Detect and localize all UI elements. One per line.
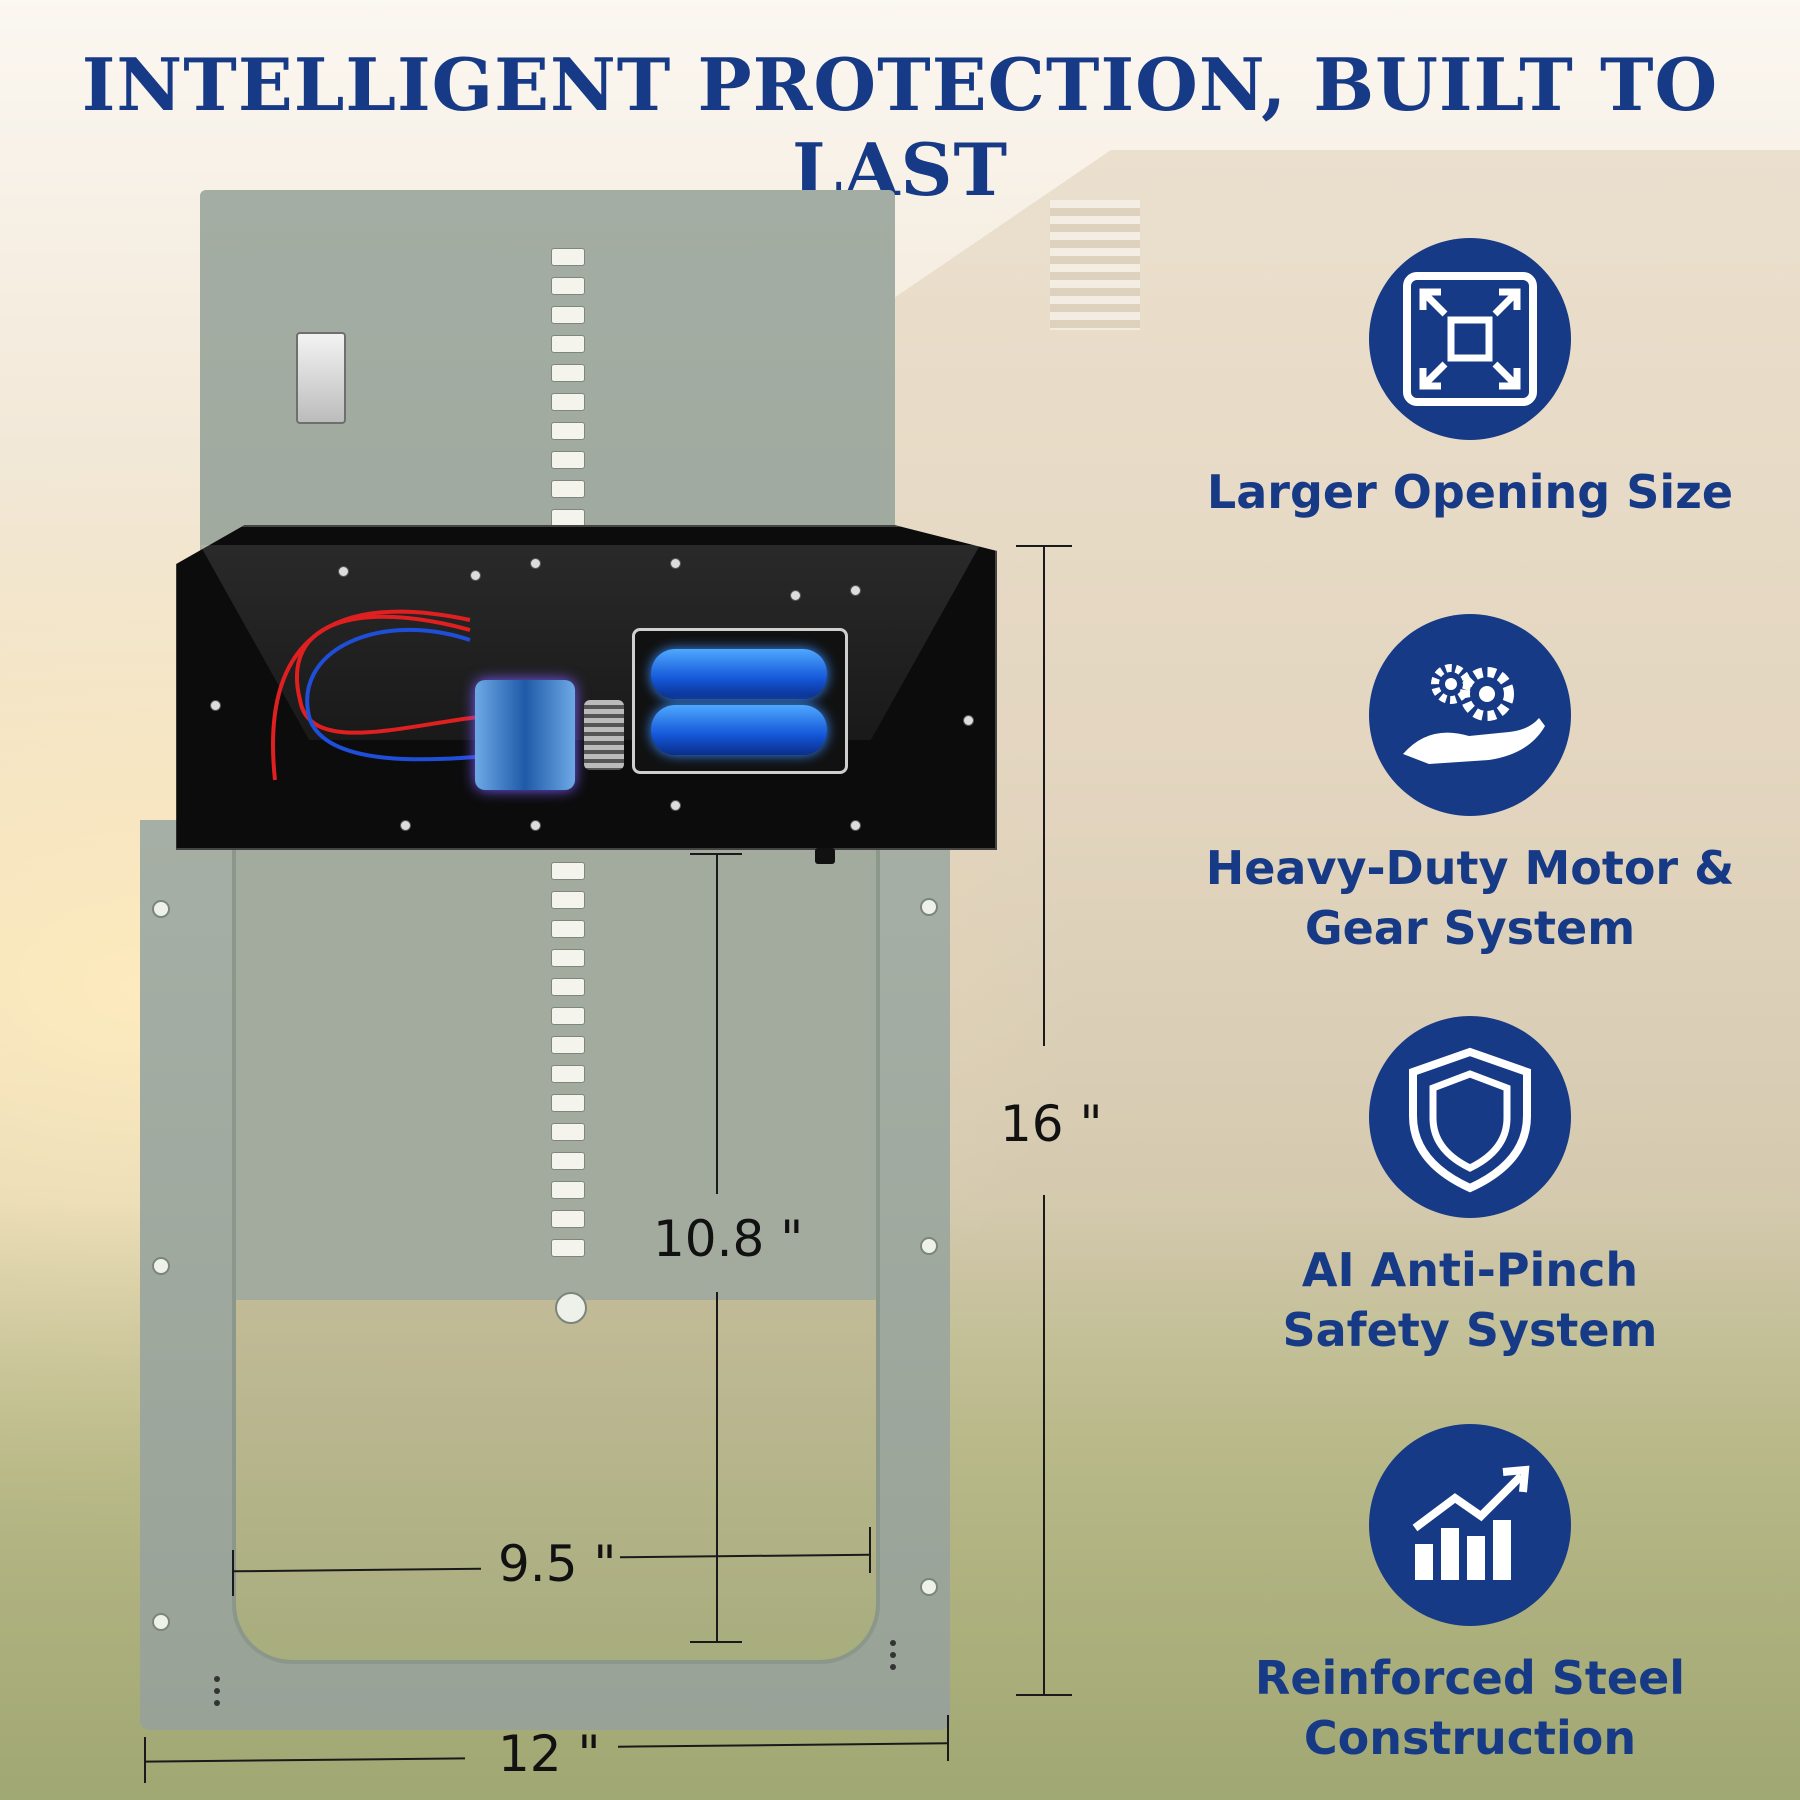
motor [475,680,575,790]
battery [651,705,827,755]
feature-larger-opening: Larger Opening Size [1170,238,1770,522]
screw [400,820,411,831]
power-switch [815,848,835,864]
screw [963,715,974,726]
mounting-hole [152,1257,170,1275]
screw [790,590,801,601]
battery [651,649,827,699]
feature-label: Larger Opening Size [1206,465,1734,519]
screw [670,800,681,811]
shield-icon [1369,1016,1571,1218]
feature-reinforced-steel: Reinforced Steel Construction [1170,1424,1770,1768]
mounting-hole [920,898,938,916]
screw [530,820,541,831]
screw [210,700,221,711]
screw [670,558,681,569]
track-slots-upper [551,248,585,538]
headline: INTELLIGENT PROTECTION, BUILT TO LAST [81,42,1719,212]
mounting-hole [920,1237,938,1255]
door-stop-hole [555,1292,587,1324]
screw [850,820,861,831]
vent-dots-right [890,1640,896,1676]
mounting-hole [152,900,170,918]
mounting-hole [152,1613,170,1631]
vent-dots-left [214,1676,220,1712]
growth-chart-icon [1369,1424,1571,1626]
screw [338,566,349,577]
door-opening [232,1300,880,1664]
battery-compartment [632,628,848,774]
latch [296,332,346,424]
feature-motor-gear: Heavy-Duty Motor & Gear System [1170,614,1770,958]
dimension-label: 16 " [1000,1095,1103,1153]
screw [850,585,861,596]
feature-anti-pinch: AI Anti-Pinch Safety System [1170,1016,1770,1360]
gear [584,700,624,770]
gears-hand-icon [1369,614,1571,816]
feature-label: Reinforced Steel Construction [1254,1651,1686,1765]
screw [530,558,541,569]
feature-label: AI Anti-Pinch Safety System [1282,1243,1658,1357]
barn-vent [1050,200,1140,330]
expand-arrows-icon [1369,238,1571,440]
mounting-hole [920,1578,938,1596]
dimension-label: 10.8 " [653,1210,804,1268]
feature-label: Heavy-Duty Motor & Gear System [1205,841,1735,955]
screw [470,570,481,581]
motor-housing [176,525,997,850]
track-slots-lower [551,862,585,1268]
dimension-label: 9.5 " [498,1535,617,1593]
dimension-label: 12 " [498,1725,601,1783]
